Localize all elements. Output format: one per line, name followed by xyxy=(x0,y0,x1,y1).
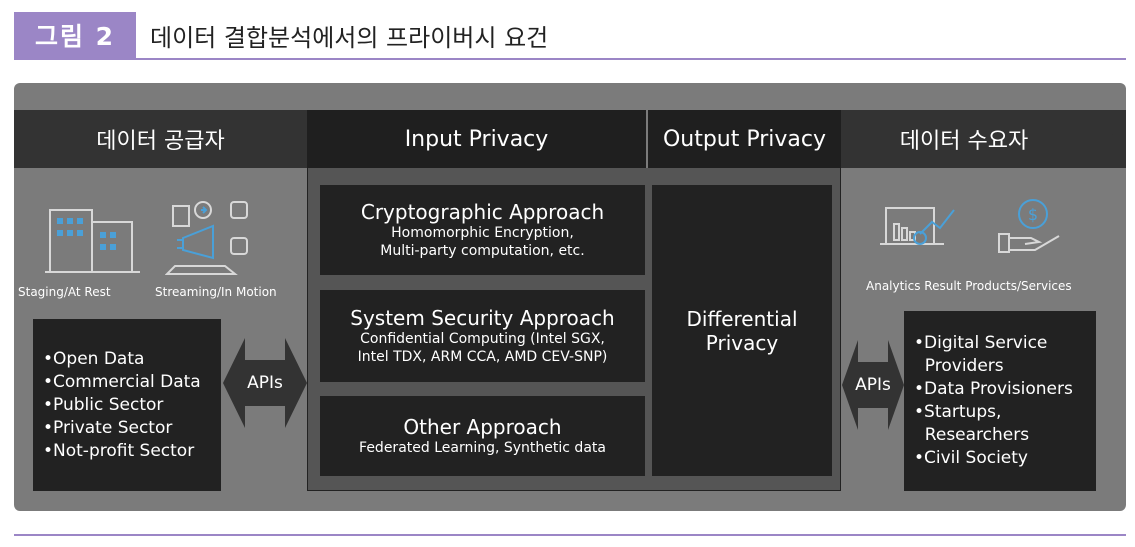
system-security-approach-box: System Security Approach Confidential Co… xyxy=(320,290,645,382)
top-rule xyxy=(14,58,1126,60)
list-item: •Startups, xyxy=(914,402,1002,422)
approach-detail: Homomorphic Encryption, xyxy=(391,225,574,241)
arrow-head-icon xyxy=(1085,110,1115,168)
other-approach-box: Other Approach Federated Learning, Synth… xyxy=(320,396,645,476)
list-item: •Private Sector xyxy=(43,417,173,438)
list-item: Providers xyxy=(914,356,1004,376)
apis-double-arrow-icon xyxy=(842,340,904,430)
streaming-megaphone-icon xyxy=(165,201,248,275)
analytics-caption: Analytics Result Products/Services xyxy=(866,279,1072,293)
apis-label-right: APIs xyxy=(855,375,891,395)
figure-title: 데이터 결합분석에서의 프라이버시 요건 xyxy=(150,23,549,52)
analytics-chart-icon xyxy=(880,207,955,245)
apis-label-left: APIs xyxy=(247,373,283,393)
streaming-caption: Streaming/In Motion xyxy=(155,285,277,299)
output-line-1: Differential xyxy=(686,306,798,331)
list-item: •Open Data xyxy=(43,348,145,369)
provider-list: •Open Data •Commercial Data •Public Sect… xyxy=(33,319,221,491)
list-item: •Civil Society xyxy=(914,448,1028,468)
list-item: •Public Sector xyxy=(43,394,164,415)
hand-coin-icon: $ xyxy=(998,199,1060,253)
list-item: •Data Provisioners xyxy=(914,379,1073,399)
output-line-2: Privacy xyxy=(705,330,779,355)
bottom-rule xyxy=(14,534,1126,536)
list-item: •Commercial Data xyxy=(43,371,201,392)
approach-detail: Multi-party computation, etc. xyxy=(380,243,585,259)
buildings-icon xyxy=(45,209,140,273)
consumer-list: •Digital Service Providers •Data Provisi… xyxy=(904,311,1096,491)
output-privacy-header: Output Privacy xyxy=(662,126,827,152)
list-item: Researchers xyxy=(914,425,1030,445)
approach-title: System Security Approach xyxy=(350,306,615,330)
provider-header: 데이터 공급자 xyxy=(96,129,225,154)
header-separator xyxy=(646,110,648,168)
consumer-header: 데이터 수요자 xyxy=(899,129,1029,154)
svg-text:$: $ xyxy=(1028,205,1038,224)
input-privacy-header: Input Privacy xyxy=(404,126,549,152)
differential-privacy-box: Differential Privacy xyxy=(652,185,832,476)
figure-tag: 그림 2 xyxy=(14,12,136,58)
approach-title: Other Approach xyxy=(403,415,562,439)
privacy-header-band xyxy=(307,110,841,168)
approach-title: Cryptographic Approach xyxy=(360,200,605,224)
cryptographic-approach-box: Cryptographic Approach Homomorphic Encry… xyxy=(320,185,645,275)
approach-detail: Federated Learning, Synthetic data xyxy=(359,440,606,456)
list-item: •Digital Service xyxy=(914,333,1048,353)
list-item: •Not-profit Sector xyxy=(43,440,195,461)
staging-caption: Staging/At Rest xyxy=(18,285,111,299)
approach-detail: Intel TDX, ARM CCA, AMD CEV-SNP) xyxy=(357,349,608,365)
approach-detail: Confidential Computing (Intel SGX, xyxy=(360,331,605,347)
apis-double-arrow-icon xyxy=(223,338,307,428)
